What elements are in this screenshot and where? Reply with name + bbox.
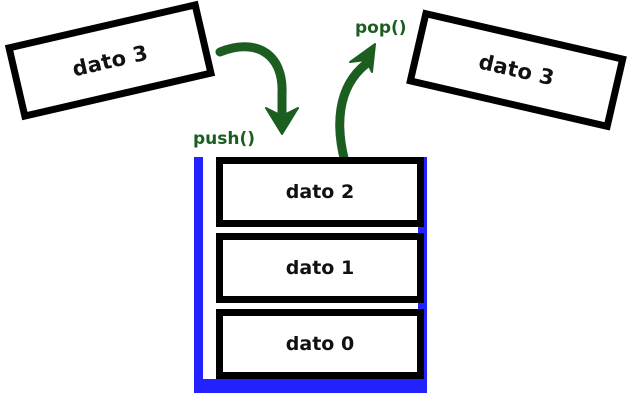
pop-arrow [335, 43, 376, 167]
outgoing-data-box: dato 3 [406, 9, 627, 131]
stack-cell: dato 1 [216, 233, 424, 303]
stack-cell-label: dato 2 [285, 181, 355, 203]
pop-arrow-line [335, 59, 371, 167]
stack-cell: dato 0 [216, 309, 424, 379]
push-arrow-head [265, 107, 299, 135]
push-arrow-line [215, 42, 287, 119]
pop-operation-label: pop() [355, 18, 407, 38]
stack-cell-label: dato 0 [285, 333, 355, 355]
stack-cell: dato 2 [216, 157, 424, 227]
incoming-data-box-label: dato 3 [69, 40, 151, 81]
pop-arrow-head [349, 43, 376, 73]
push-arrow [215, 42, 299, 135]
push-operation-label: push() [193, 129, 256, 149]
stack-cell-list: dato 2 dato 1 dato 0 [216, 157, 424, 379]
stack-container: dato 2 dato 1 dato 0 [194, 157, 427, 393]
incoming-data-box: dato 3 [4, 0, 216, 121]
stack-cell-label: dato 1 [285, 257, 355, 279]
outgoing-data-box-label: dato 3 [476, 49, 557, 91]
